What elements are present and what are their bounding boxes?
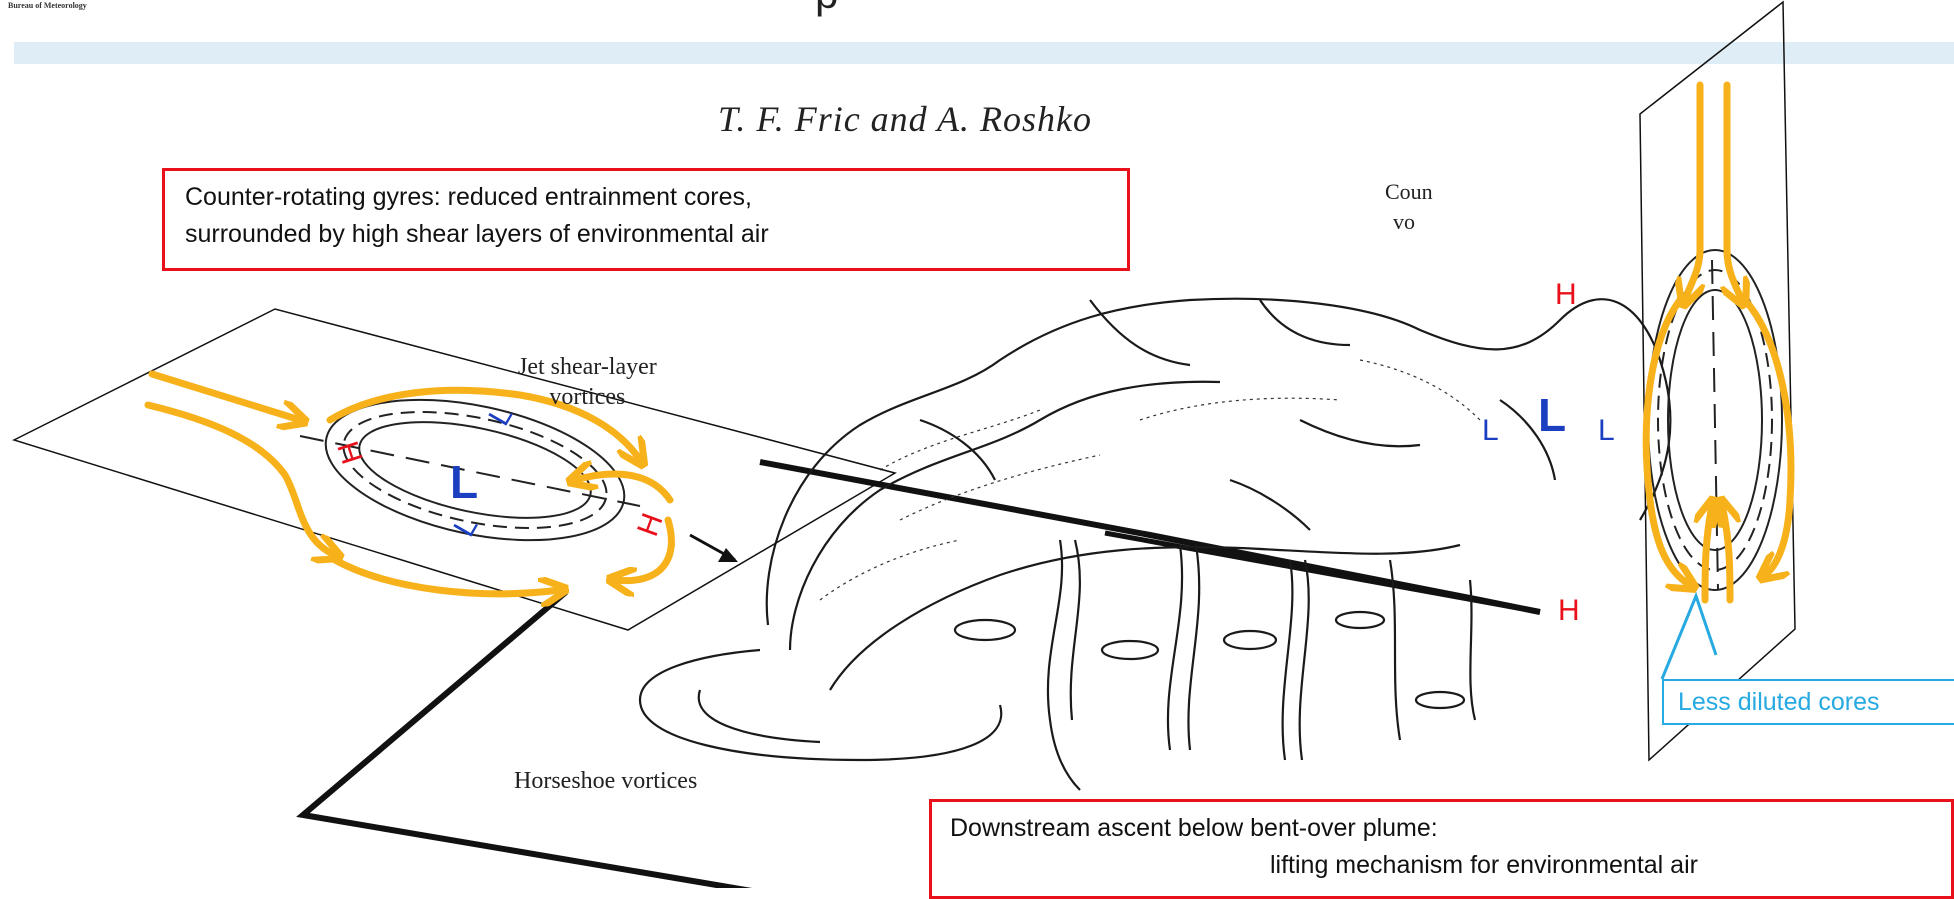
gyres-annotation-box: Counter-rotating gyres: reduced entrainm… (162, 168, 1130, 271)
ground-edge-right (1105, 533, 1540, 612)
low-pressure-mark: L (1598, 414, 1615, 448)
counter-rotating-label: Coun vo (1385, 177, 1433, 237)
ascent-annotation-line: lifting mechanism for environmental air (950, 847, 1933, 884)
high-pressure-mark: H (1558, 594, 1580, 628)
ascent-annotation-box: Downstream ascent below bent-over plume:… (929, 799, 1954, 899)
inflow-arrow-left-lower (148, 405, 335, 555)
low-pressure-core-mark: L (450, 455, 478, 509)
inflow-arrow-right-left (1685, 85, 1700, 300)
gyres-annotation-line: Counter-rotating gyres: reduced entrainm… (185, 179, 1107, 216)
low-pressure-core-mark: L (1538, 388, 1566, 442)
high-pressure-mark: H (1555, 278, 1577, 312)
upflow-arrow-right-right (1722, 505, 1730, 600)
cores-callout-pointer (1662, 596, 1716, 679)
horseshoe-vortices-label: Horseshoe vortices (514, 768, 697, 795)
upflow-arrow-right-left (1705, 505, 1712, 600)
less-diluted-cores-callout: Less diluted cores (1662, 679, 1954, 725)
plume-hatching (820, 360, 1480, 600)
inflow-arrow-right-right (1727, 85, 1742, 300)
ascent-annotation-line: Downstream ascent below bent-over plume: (950, 810, 1933, 847)
cross-section-plane-right (1640, 2, 1795, 760)
jet-shear-layer-label: Jet shear-layer vortices (518, 352, 657, 412)
flow-arrows (148, 85, 1791, 600)
gyre-arrow-bottom (335, 560, 560, 594)
low-pressure-mark: L (1482, 414, 1499, 448)
figure-author-label: T. F. Fric and A. Roshko (718, 98, 1092, 140)
shear-layer-ellipse-right (1648, 250, 1782, 590)
edge-arrowhead (718, 548, 738, 562)
gyres-annotation-line: surrounded by high shear layers of envir… (185, 216, 1107, 253)
